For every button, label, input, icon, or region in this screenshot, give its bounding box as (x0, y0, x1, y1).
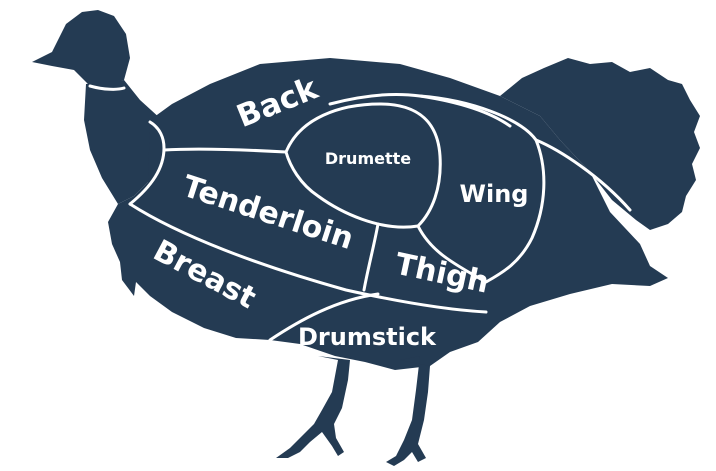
label-drumstick: Drumstick (298, 323, 437, 351)
label-wing: Wing (460, 180, 529, 208)
label-drumette: Drumette (325, 149, 411, 168)
turkey-leg-left (276, 356, 350, 458)
turkey-leg-right (386, 356, 430, 466)
turkey-silhouette (32, 10, 700, 466)
turkey-head (32, 10, 130, 86)
